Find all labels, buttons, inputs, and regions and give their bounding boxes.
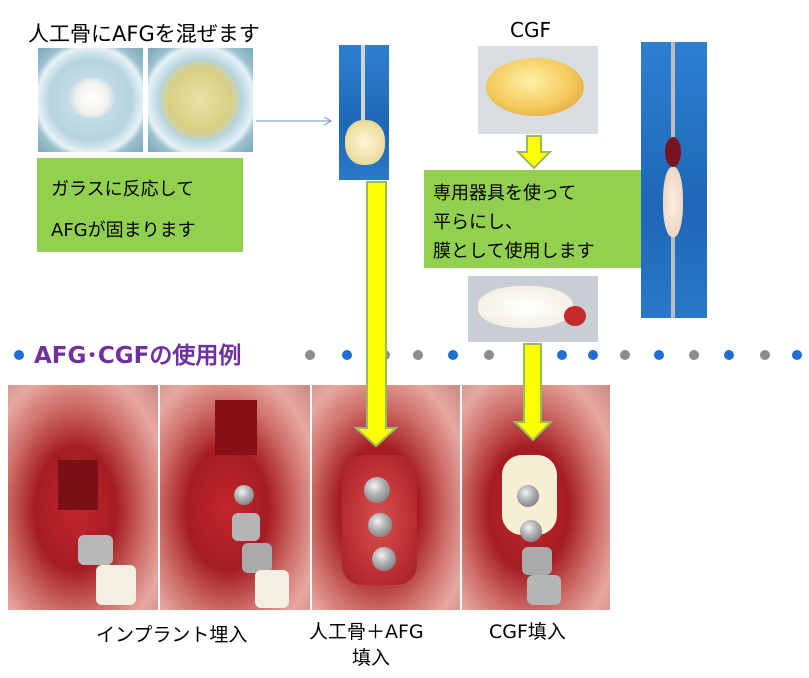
cgf-membrane-photo [468,276,598,342]
cgf-label: CGF [510,18,551,42]
petri-dish-photo-2 [148,48,253,152]
top-title: 人工骨にAFGを混ぜます [28,22,260,46]
divider-dot [413,350,423,360]
divider-dot [305,350,315,360]
divider-dot [588,350,598,360]
divider-dot [689,350,699,360]
green-box-2-line-2: 平らにし、 [433,212,523,233]
afg-forceps-photo [339,45,389,180]
divider-dot [484,350,494,360]
yellow-arrow-cgf-small [515,135,553,170]
divider-dot [557,350,567,360]
green-box-1-line-1: ガラスに反応して [51,179,195,200]
caption-cgf-fill: CGF填入 [489,621,566,643]
divider-dot [14,350,24,360]
yellow-arrow-afg [353,181,399,448]
divider-dot [792,350,802,360]
green-box-1-line-2: AFGが固まります [51,220,196,241]
surgery-photo-1 [8,385,158,610]
yellow-arrow-cgf [512,343,554,442]
divider-dot [654,350,664,360]
section-title: AFG･CGFの使用例 [34,343,242,369]
green-box-2-line-3: 膜として使用します [433,241,595,262]
green-box-glass-reaction: ガラスに反応して AFGが固まります [37,158,243,252]
petri-dish-photo-1 [38,48,143,152]
caption-implant: インプラント埋入 [96,624,248,646]
divider-dot [342,350,352,360]
caption-bone-afg-line-1: 人工骨＋AFG [309,621,424,643]
divider-dot [620,350,630,360]
caption-bone-afg-line-2: 填入 [352,647,391,669]
green-box-2-line-1: 専用器具を使って [433,183,577,204]
cgf-clot-photo [478,46,598,134]
divider-dot [760,350,770,360]
divider-dot [448,350,458,360]
surgery-photo-2 [160,385,310,610]
green-box-membrane: 専用器具を使って 平らにし、 膜として使用します [424,170,641,268]
divider-dot [724,350,734,360]
cgf-forceps-tall-photo [641,42,707,318]
